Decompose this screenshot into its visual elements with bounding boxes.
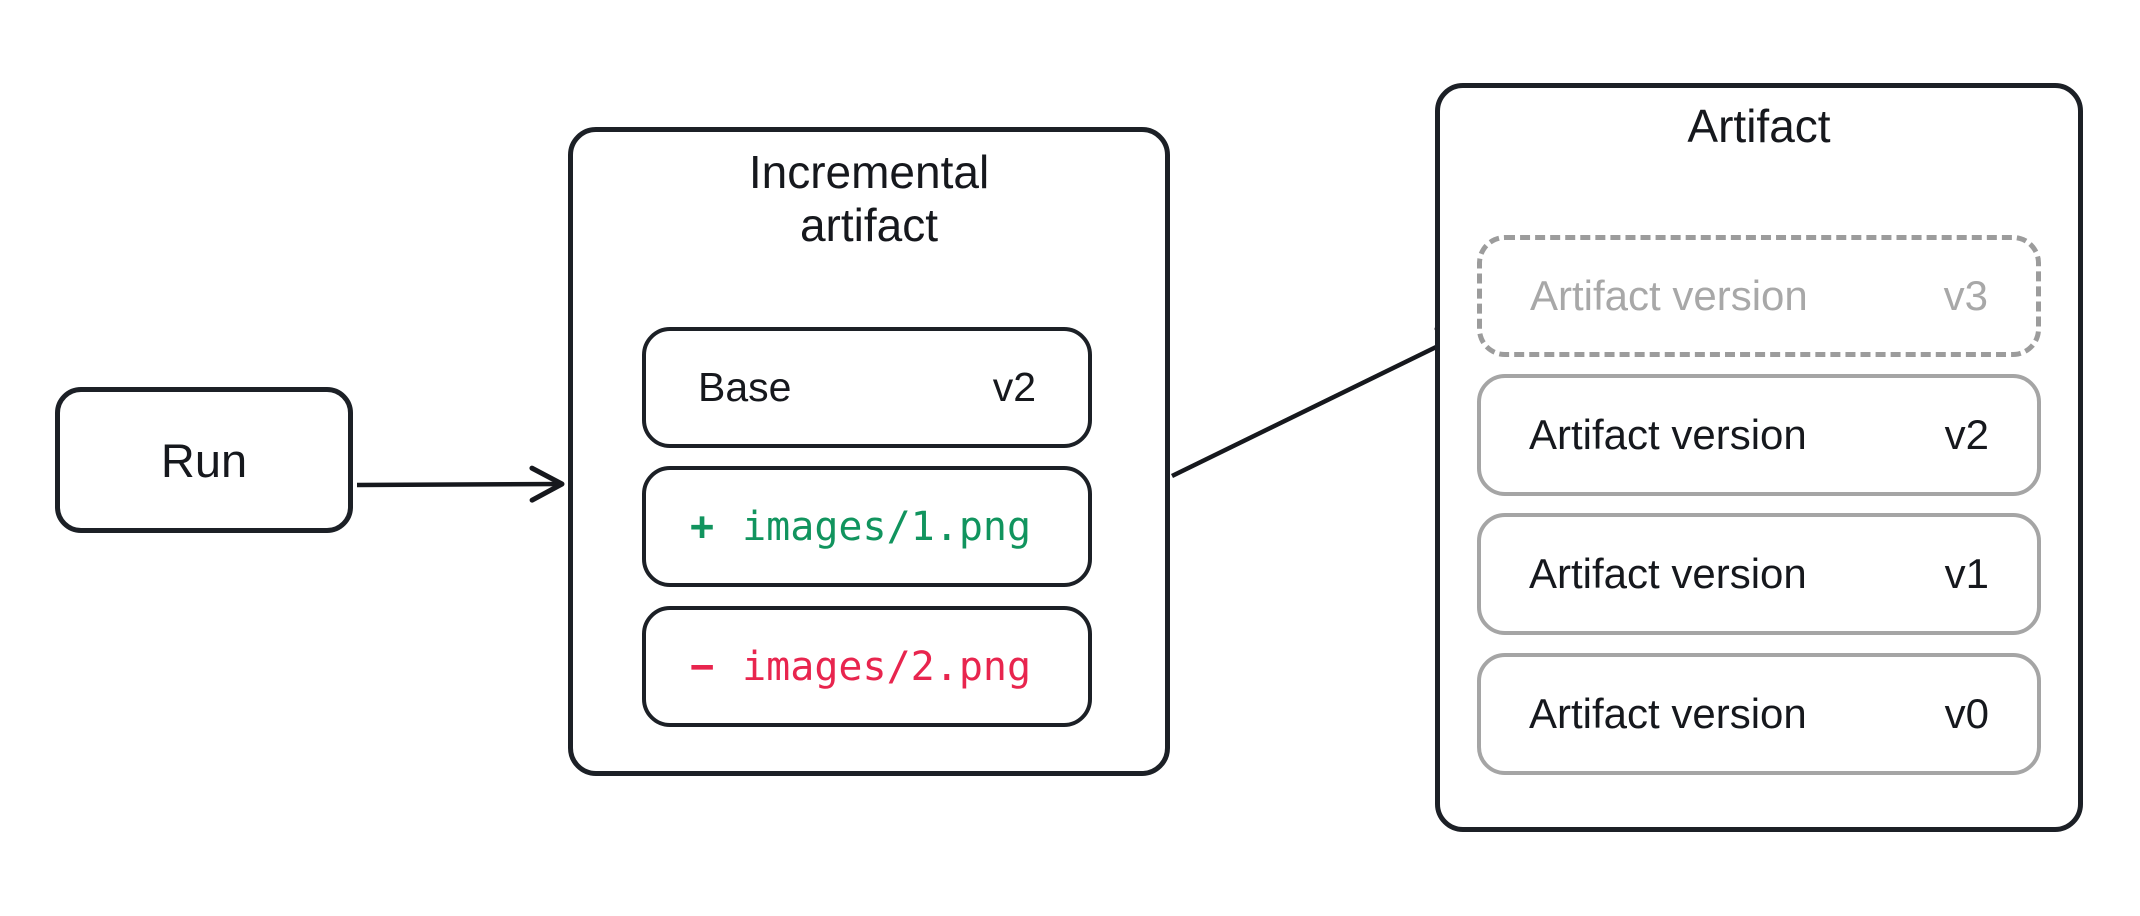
- version-tag: v2: [1944, 411, 1989, 458]
- version-tag: v0: [1944, 690, 1989, 737]
- run-to-incremental-arrow: [356, 465, 565, 503]
- base-version-tag: v2: [992, 364, 1036, 410]
- version-tag: v1: [1944, 550, 1989, 597]
- minus-icon: −: [690, 643, 715, 690]
- artifact-title: Artifact: [1687, 100, 1831, 152]
- run-node: Run: [55, 387, 353, 533]
- base-version-box: Base v2: [642, 327, 1092, 448]
- diff-removed-box: − images/2.png: [642, 606, 1092, 727]
- plus-icon: +: [690, 503, 715, 550]
- incremental-artifact-node: Incremental artifact Base v2 + images/1.…: [568, 127, 1170, 776]
- diff-added-path: images/1.png: [742, 503, 1032, 550]
- artifact-version-box-v0: Artifact version v0: [1477, 653, 2041, 775]
- version-label: Artifact version: [1529, 690, 1807, 737]
- pending-version-tag: v3: [1943, 272, 1988, 319]
- artifact-node: Artifact Artifact version v3 Artifact ve…: [1435, 83, 2083, 832]
- artifact-version-box-v1: Artifact version v1: [1477, 513, 2041, 635]
- diff-removed-path: images/2.png: [742, 643, 1032, 690]
- run-label: Run: [160, 433, 248, 487]
- artifact-version-pending-box: Artifact version v3: [1477, 235, 2041, 357]
- base-label: Base: [698, 364, 792, 410]
- pending-version-label: Artifact version: [1530, 272, 1808, 319]
- incremental-to-artifact-arrow: [1171, 326, 1474, 479]
- artifact-version-box-v2: Artifact version v2: [1477, 374, 2041, 496]
- version-label: Artifact version: [1529, 550, 1807, 597]
- incremental-artifact-title: Incremental artifact: [748, 146, 990, 251]
- version-label: Artifact version: [1529, 411, 1807, 458]
- diff-added-box: + images/1.png: [642, 466, 1092, 587]
